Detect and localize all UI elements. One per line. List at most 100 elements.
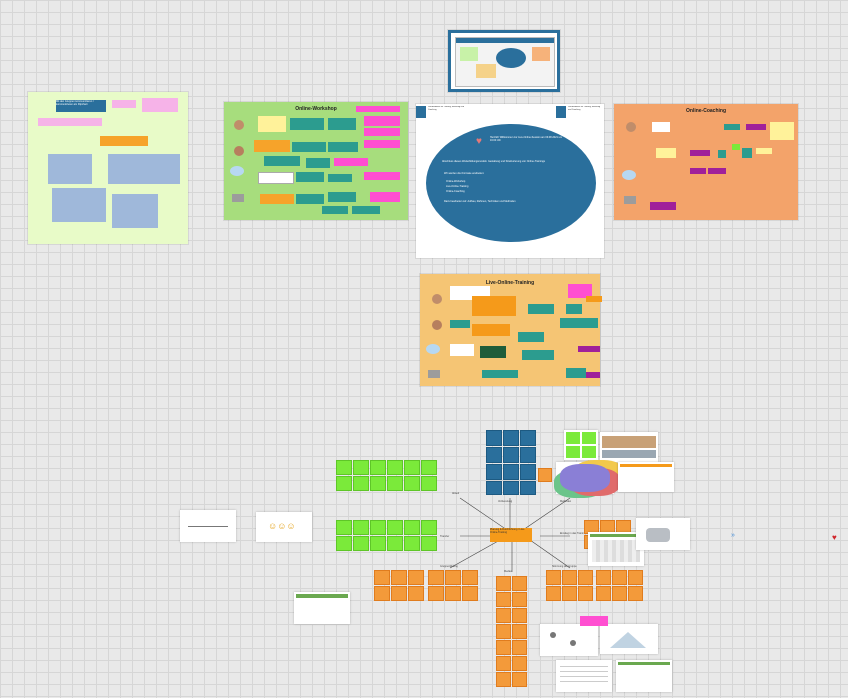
- blue-square[interactable]: [503, 447, 519, 463]
- pink-note-bottom[interactable]: [580, 616, 608, 626]
- orange-square[interactable]: [512, 656, 527, 671]
- heart-icon-right[interactable]: ♥: [832, 533, 837, 542]
- image-card-diagram[interactable]: [618, 462, 674, 492]
- overview-screenshot-card[interactable]: [448, 30, 560, 92]
- oc-note-purple-1: [746, 124, 766, 130]
- orange-square[interactable]: [512, 640, 527, 655]
- image-card-form[interactable]: [616, 660, 672, 692]
- orange-square[interactable]: [445, 570, 461, 585]
- orange-square-single[interactable]: [538, 468, 552, 482]
- orange-square[interactable]: [462, 570, 478, 585]
- green-square[interactable]: [353, 460, 369, 475]
- orange-square[interactable]: [462, 586, 478, 601]
- image-card-emoji[interactable]: ☺☺☺: [256, 512, 312, 542]
- blue-square[interactable]: [486, 430, 502, 446]
- green-square[interactable]: [336, 476, 352, 491]
- image-card-green-notes[interactable]: [564, 430, 598, 460]
- green-square[interactable]: [404, 460, 420, 475]
- image-card-list[interactable]: [556, 660, 612, 692]
- blue-square[interactable]: [520, 464, 536, 480]
- orange-square[interactable]: [408, 586, 424, 601]
- orange-square[interactable]: [512, 624, 527, 639]
- orange-square[interactable]: [496, 624, 511, 639]
- green-square[interactable]: [353, 536, 369, 551]
- image-card-network[interactable]: [540, 624, 598, 656]
- orange-square[interactable]: [496, 656, 511, 671]
- orange-square[interactable]: [612, 570, 627, 585]
- green-square[interactable]: [336, 460, 352, 475]
- blue-square[interactable]: [486, 447, 502, 463]
- online-coaching-board[interactable]: Online-Coaching: [614, 104, 798, 220]
- blue-square[interactable]: [486, 481, 502, 495]
- orange-square[interactable]: [496, 640, 511, 655]
- image-card-people[interactable]: [636, 518, 690, 550]
- green-square[interactable]: [353, 520, 369, 535]
- blue-square[interactable]: [520, 447, 536, 463]
- green-square[interactable]: [404, 520, 420, 535]
- image-card-colorful[interactable]: [556, 462, 614, 494]
- green-square[interactable]: [404, 536, 420, 551]
- green-square[interactable]: [370, 520, 386, 535]
- orange-square[interactable]: [546, 570, 561, 585]
- orange-square[interactable]: [428, 586, 444, 601]
- image-card-photos[interactable]: [600, 432, 658, 462]
- green-square[interactable]: [387, 536, 403, 551]
- orange-square[interactable]: [562, 570, 577, 585]
- orange-square[interactable]: [496, 672, 511, 687]
- online-coaching-title: Online-Coaching: [686, 108, 726, 114]
- orange-square[interactable]: [512, 576, 527, 591]
- blue-square[interactable]: [503, 464, 519, 480]
- image-card-slider[interactable]: [180, 510, 236, 542]
- orange-square[interactable]: [546, 586, 561, 601]
- green-square[interactable]: [370, 476, 386, 491]
- image-card-table[interactable]: [294, 592, 350, 624]
- orange-square[interactable]: [496, 592, 511, 607]
- orange-square[interactable]: [428, 570, 444, 585]
- orange-square[interactable]: [408, 570, 424, 585]
- orange-square[interactable]: [628, 586, 643, 601]
- green-square[interactable]: [387, 476, 403, 491]
- image-card-pyramid[interactable]: [600, 624, 658, 654]
- green-square[interactable]: [370, 460, 386, 475]
- orange-square[interactable]: [562, 586, 577, 601]
- mindmap-center[interactable]: Planung & Durchführung / Live-Online-Tra…: [490, 528, 532, 542]
- image-card-grid[interactable]: [588, 532, 644, 566]
- blue-square[interactable]: [520, 481, 536, 495]
- welcome-board[interactable]: Die Akademie für Training, Beratung und …: [416, 104, 604, 258]
- orange-square[interactable]: [374, 570, 390, 585]
- orange-square[interactable]: [512, 608, 527, 623]
- blue-square[interactable]: [503, 430, 519, 446]
- green-square[interactable]: [387, 460, 403, 475]
- green-square[interactable]: [421, 536, 437, 551]
- green-square[interactable]: [336, 536, 352, 551]
- left-panel-board[interactable]: Mit den Gruppen kommunizieren / kommuniz…: [28, 92, 188, 244]
- blue-square[interactable]: [503, 481, 519, 495]
- green-square[interactable]: [387, 520, 403, 535]
- blue-square[interactable]: [520, 430, 536, 446]
- orange-square[interactable]: [391, 586, 407, 601]
- orange-square[interactable]: [578, 570, 593, 585]
- green-square[interactable]: [404, 476, 420, 491]
- orange-square[interactable]: [578, 586, 593, 601]
- live-online-training-board[interactable]: Live-Online-Training: [420, 274, 602, 386]
- green-square[interactable]: [370, 536, 386, 551]
- orange-square[interactable]: [612, 586, 627, 601]
- orange-square[interactable]: [496, 576, 511, 591]
- orange-square[interactable]: [445, 586, 461, 601]
- orange-square[interactable]: [628, 570, 643, 585]
- green-square[interactable]: [336, 520, 352, 535]
- green-square[interactable]: [421, 520, 437, 535]
- orange-square[interactable]: [596, 570, 611, 585]
- orange-square[interactable]: [374, 586, 390, 601]
- orange-square[interactable]: [496, 608, 511, 623]
- green-square[interactable]: [421, 460, 437, 475]
- arrow-icon[interactable]: »: [731, 532, 735, 539]
- green-square[interactable]: [353, 476, 369, 491]
- orange-square[interactable]: [512, 672, 527, 687]
- orange-square[interactable]: [391, 570, 407, 585]
- green-square[interactable]: [421, 476, 437, 491]
- online-workshop-board[interactable]: Online-Workshop: [224, 102, 408, 220]
- orange-square[interactable]: [596, 586, 611, 601]
- orange-square[interactable]: [512, 592, 527, 607]
- blue-square[interactable]: [486, 464, 502, 480]
